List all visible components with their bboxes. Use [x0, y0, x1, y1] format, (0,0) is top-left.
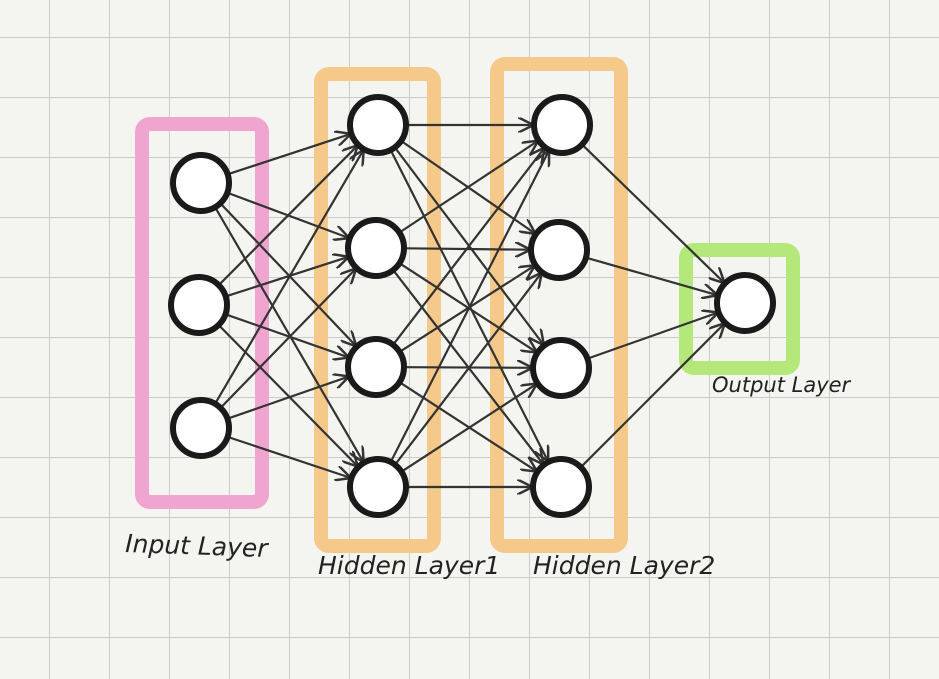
connection-edge-input-3-to-hidden1-2	[220, 270, 355, 408]
connection-edge-hidden1-4-to-hidden2-3	[402, 384, 536, 472]
hidden2-neuron-1	[531, 94, 593, 156]
connection-edge-input-1-to-hidden1-3	[220, 203, 356, 346]
hidden1-neuron-1	[347, 94, 409, 156]
connection-edge-hidden1-2-to-hidden2-1	[399, 142, 537, 233]
connection-edge-input-3-to-hidden1-1	[215, 151, 363, 404]
neuron-nodes	[168, 94, 776, 518]
connection-edge-hidden1-4-to-hidden2-2	[395, 274, 541, 465]
layer-labels: Input Layer Hidden Layer1 Hidden Layer2 …	[125, 373, 852, 580]
output-layer-label: Output Layer	[712, 373, 852, 397]
connection-edge-input-3-to-hidden1-4	[228, 436, 350, 478]
output-neuron-1	[714, 272, 776, 334]
input-neuron-2	[168, 274, 230, 336]
input-neuron-1	[170, 152, 232, 214]
connection-edge-input-1-to-hidden1-4	[215, 207, 363, 461]
hidden2-neuron-3	[530, 337, 592, 399]
connection-edge-input-2-to-hidden1-3	[226, 313, 347, 357]
hidden1-neuron-2	[345, 217, 407, 279]
connection-edge-hidden2-1-to-output-1	[582, 144, 724, 282]
input-neuron-3	[170, 397, 232, 459]
layer-boxes	[135, 57, 800, 553]
hidden-layer-2-label: Hidden Layer2	[533, 551, 715, 580]
input-layer-box	[135, 117, 269, 509]
hidden-layer-2-box	[490, 57, 628, 553]
connection-edge-hidden2-2-to-output-1	[586, 257, 716, 295]
connection-edge-input-3-to-hidden1-3	[228, 377, 347, 420]
hidden1-neuron-4	[347, 456, 409, 518]
connection-edge-input-2-to-hidden1-4	[218, 325, 357, 465]
hidden2-neuron-2	[528, 219, 590, 281]
connection-edges	[215, 125, 724, 487]
hidden1-neuron-3	[345, 336, 407, 398]
connection-edge-input-2-to-hidden1-2	[226, 257, 348, 297]
hidden-layer-1-label: Hidden Layer1	[318, 551, 500, 580]
connection-edge-hidden2-4-to-output-1	[581, 324, 724, 467]
connection-edge-hidden1-3-to-hidden2-1	[393, 149, 543, 345]
connection-edge-hidden2-3-to-output-1	[588, 313, 716, 360]
connection-edge-hidden1-4-to-hidden2-1	[390, 152, 549, 462]
input-layer-label: Input Layer	[125, 529, 270, 563]
connection-edge-input-1-to-hidden1-1	[228, 134, 350, 175]
connection-edge-input-2-to-hidden1-1	[219, 146, 357, 285]
output-layer-box	[679, 243, 800, 375]
hidden2-neuron-4	[530, 456, 592, 518]
